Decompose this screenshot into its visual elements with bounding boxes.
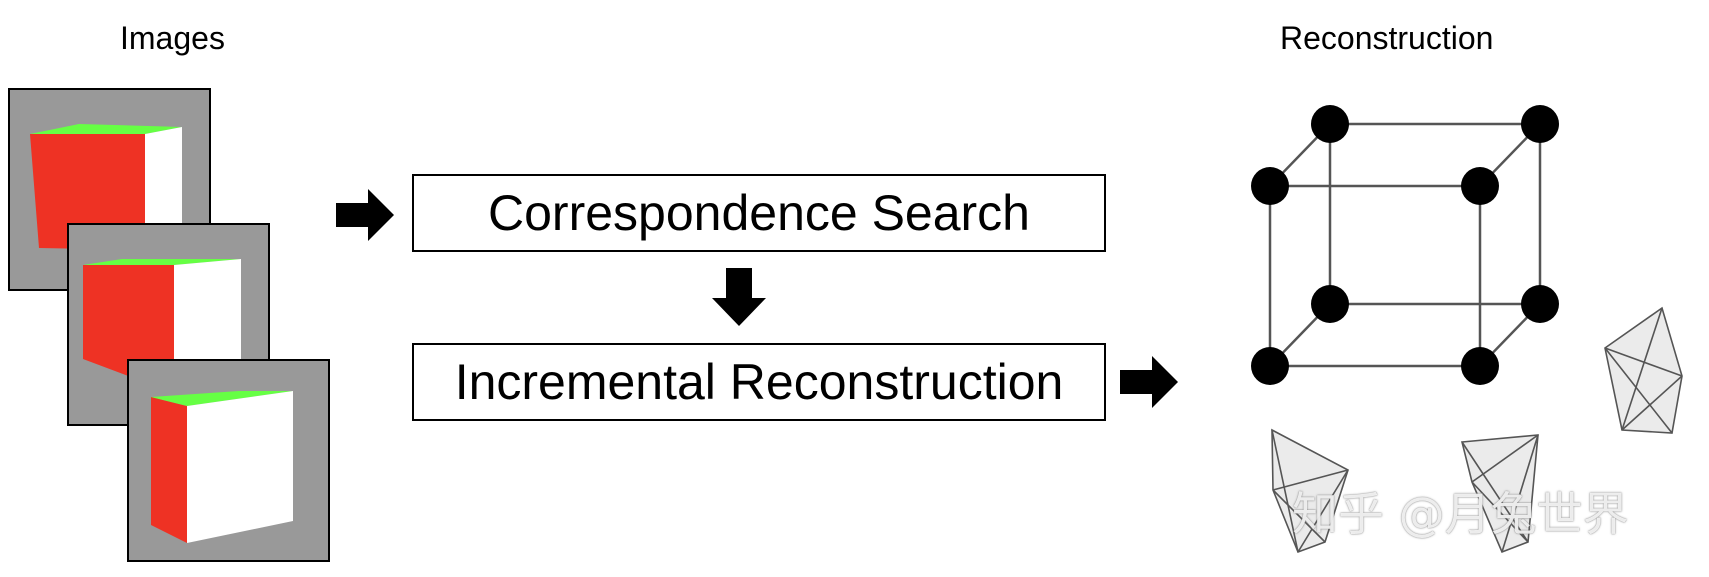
input-image-3 — [127, 359, 330, 562]
cube-edges — [1268, 122, 1542, 368]
incremental-reconstruction-step: Incremental Reconstruction — [412, 343, 1106, 421]
right-arrow-icon — [1120, 356, 1178, 408]
point-node — [1251, 167, 1289, 205]
point-node — [1521, 285, 1559, 323]
camera-frustum-icon — [1604, 306, 1683, 434]
correspondence-search-label: Correspondence Search — [488, 185, 1030, 241]
point-node — [1311, 105, 1349, 143]
correspondence-search-step: Correspondence Search — [412, 174, 1106, 252]
reconstruction-graph — [1251, 105, 1683, 554]
cube-points — [1251, 105, 1559, 385]
cube-render-1 — [30, 124, 182, 250]
point-node — [1461, 347, 1499, 385]
watermark: 知乎 @月兔世界 — [1292, 487, 1629, 541]
point-node — [1521, 105, 1559, 143]
camera-frustum-icon — [1460, 434, 1539, 554]
cube-render-3 — [151, 391, 293, 543]
point-node — [1461, 167, 1499, 205]
incremental-reconstruction-label: Incremental Reconstruction — [454, 354, 1064, 410]
point-node — [1311, 285, 1349, 323]
images-heading: Images — [120, 20, 225, 56]
camera-frustum-icon — [1271, 428, 1349, 554]
reconstruction-heading: Reconstruction — [1280, 20, 1494, 56]
right-arrow-icon — [336, 189, 394, 241]
point-node — [1251, 347, 1289, 385]
down-arrow-icon — [712, 268, 766, 326]
